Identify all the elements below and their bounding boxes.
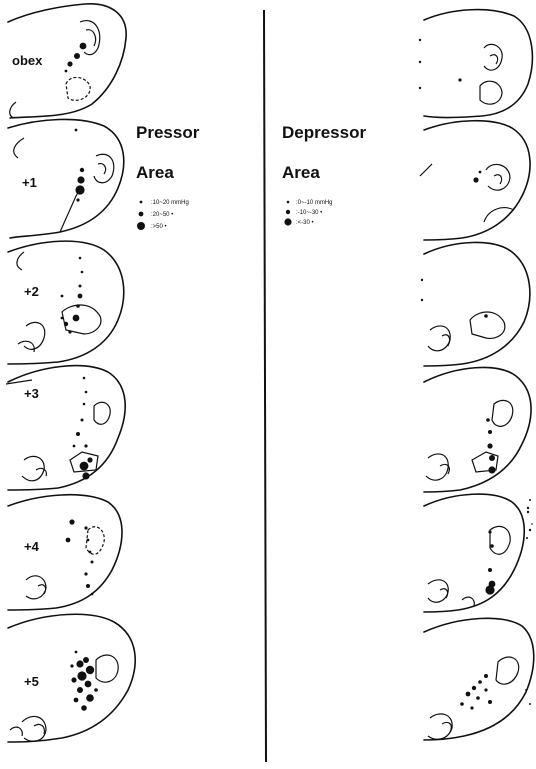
pressor-section-plus3	[6, 366, 125, 490]
section-label-plus1: +1	[22, 175, 37, 190]
depressor-legend-small-dot	[287, 201, 290, 204]
depressor-legend-medium-dot	[286, 210, 290, 214]
pressor-legend-small-dot	[140, 201, 143, 204]
depressor-legend: :0~-10 mmHg :-10~-30 • :<-30 •	[284, 200, 332, 226]
depressor-legend-label-large: :<-30 •	[296, 220, 314, 226]
pressor-title-line2: Area	[136, 163, 174, 182]
section-label-plus3: +3	[24, 386, 39, 401]
pressor-legend-label-large: :>50 •	[151, 224, 167, 230]
depressor-section-plus2	[421, 242, 530, 366]
depressor-legend-label-medium: :-10~-30 •	[296, 210, 322, 216]
depressor-title-line1: Depressor	[282, 123, 366, 142]
depressor-section-plus5	[424, 618, 534, 740]
depressor-section-obex	[419, 10, 533, 118]
pressor-legend-label-small: :10~20 mmHg	[151, 200, 189, 206]
section-label-plus5: +5	[24, 674, 39, 689]
pressor-legend: :10~20 mmHg :20~50 • :>50 •	[137, 200, 189, 230]
depressor-legend-large-dot	[284, 218, 291, 225]
center-divider-line	[264, 10, 266, 762]
pressor-section-plus2	[8, 241, 124, 364]
pressor-legend-label-medium: :20~50 •	[151, 212, 173, 218]
pressor-title-line1: Pressor	[136, 123, 200, 142]
depressor-section-plus1	[420, 121, 530, 240]
depressor-section-plus4	[424, 494, 531, 612]
section-label-obex: obex	[12, 53, 43, 68]
section-label-plus4: +4	[24, 539, 40, 554]
section-label-plus2: +2	[24, 284, 39, 299]
pressor-legend-medium-dot	[139, 212, 144, 217]
pressor-legend-large-dot	[137, 222, 145, 230]
depressor-section-plus3	[424, 367, 531, 492]
depressor-legend-label-small: :0~-10 mmHg	[296, 200, 333, 206]
depressor-title-line2: Area	[282, 163, 320, 182]
